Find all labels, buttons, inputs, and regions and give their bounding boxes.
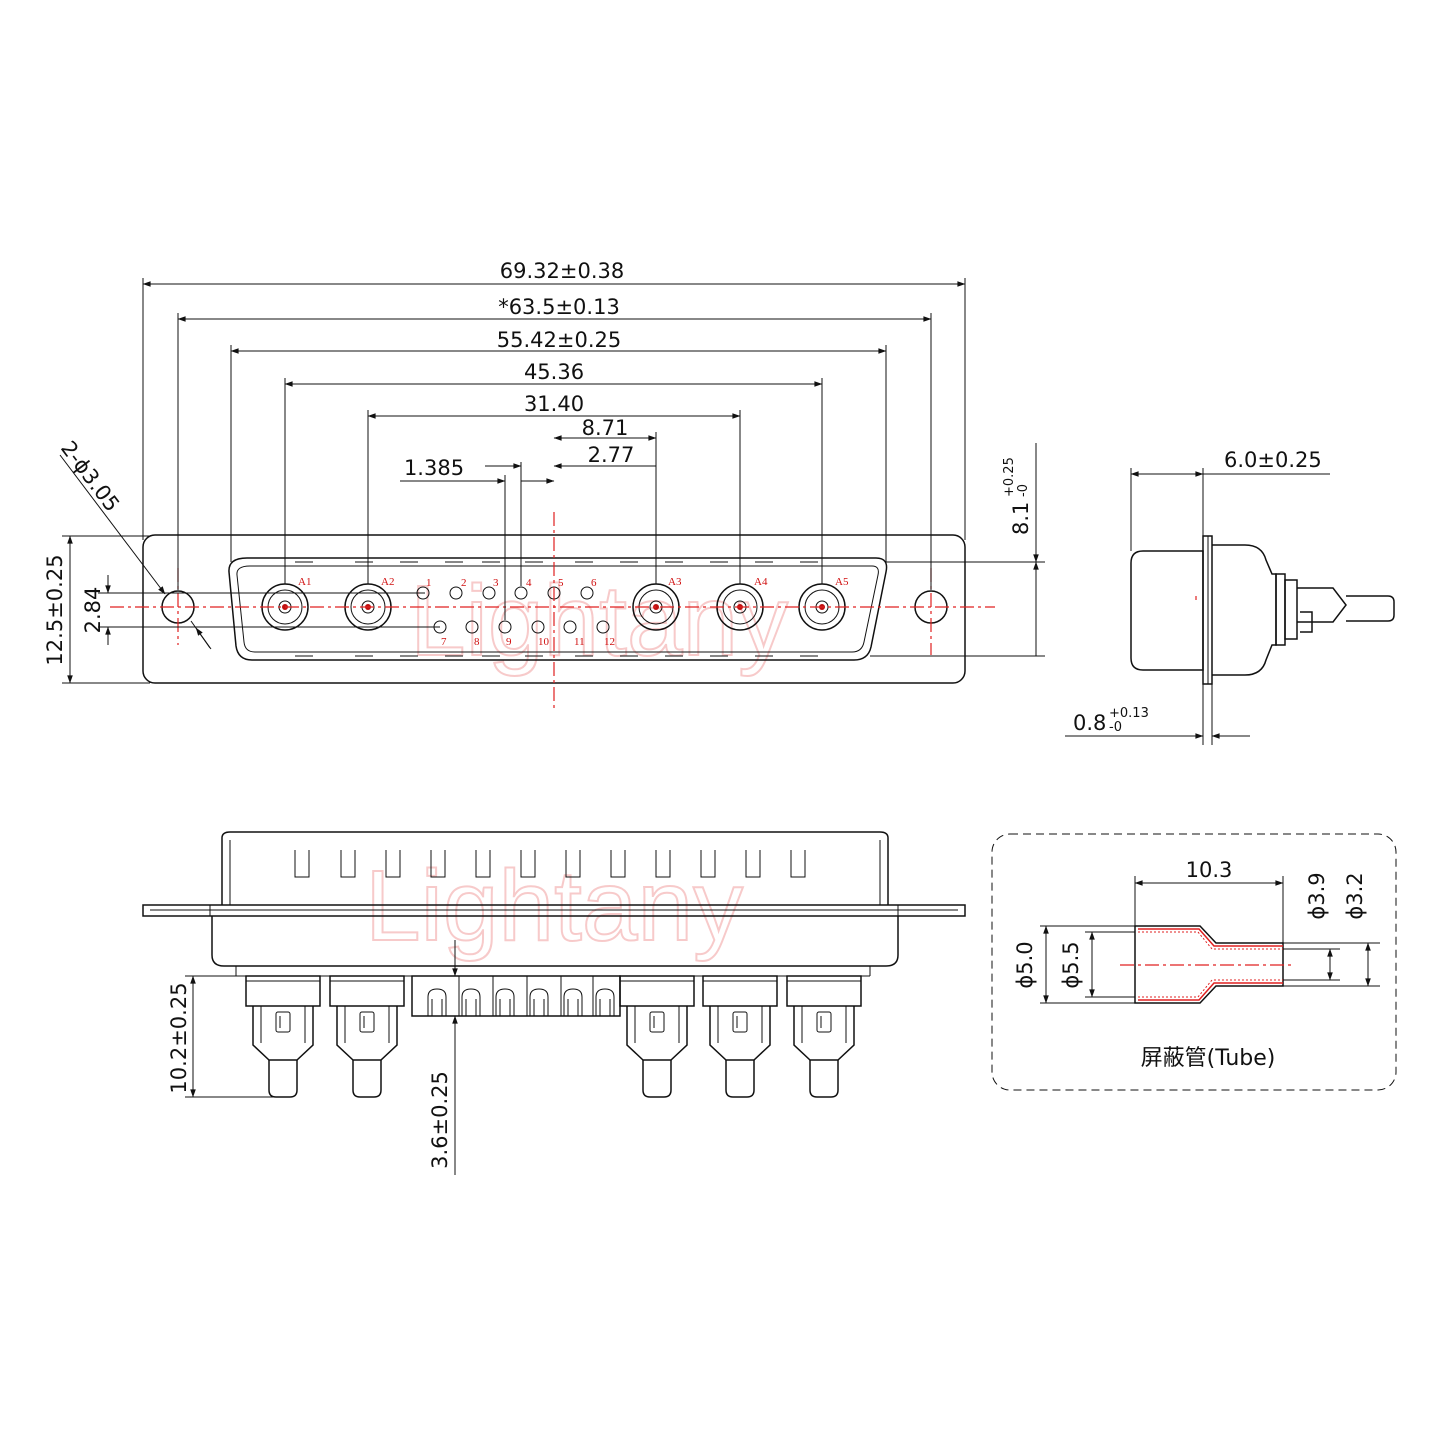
power-tail-2 xyxy=(329,975,405,1098)
power-tail-4 xyxy=(702,975,778,1098)
d-shell-inner xyxy=(236,565,879,653)
pin-label: 9 xyxy=(506,636,512,648)
dim-mount-spacing: *63.5±0.13 xyxy=(498,295,620,319)
svg-text:-0: -0 xyxy=(1016,484,1031,497)
dim-overall-length: 69.32±0.38 xyxy=(500,259,624,283)
pin-label: A1 xyxy=(298,576,311,588)
dim-signal-tail: 3.6±0.25 xyxy=(428,1071,452,1169)
power-tail-3 xyxy=(619,975,695,1098)
pin-label: 5 xyxy=(558,577,564,589)
dim-signal-pitch: 1.385 xyxy=(404,456,464,480)
dim-shell-width: 55.42±0.25 xyxy=(497,328,621,352)
svg-text:-0: -0 xyxy=(1109,720,1122,735)
signal-contacts xyxy=(416,586,610,634)
pin-label: A3 xyxy=(668,576,682,588)
dim-tube-d3-9: ϕ3.9 xyxy=(1305,872,1329,919)
pin-label: 2 xyxy=(461,577,467,589)
pin-label: A2 xyxy=(381,576,394,588)
extension-lines xyxy=(142,278,966,620)
dim-tube-length: 10.3 xyxy=(1186,858,1233,882)
dim-mount-hole: 2-ϕ3.05 xyxy=(56,437,124,517)
pin-label: 12 xyxy=(604,636,615,648)
pin-label: 4 xyxy=(526,577,532,589)
pin-label: 10 xyxy=(538,636,550,648)
svg-text:0.8: 0.8 xyxy=(1073,711,1106,735)
pin-label: 6 xyxy=(591,577,597,589)
dim-inner-pitch: 31.40 xyxy=(524,392,584,416)
dim-row-spacing: 2.84 xyxy=(81,587,105,634)
pin-label: 8 xyxy=(474,636,480,648)
dim-outer-pitch: 45.36 xyxy=(524,360,584,384)
dim-flange-height: 12.5±0.25 xyxy=(43,554,67,665)
power-tail-5 xyxy=(786,975,862,1098)
dim-side-depth: 6.0±0.25 xyxy=(1224,448,1322,472)
bottom-view: 10.2±0.25 3.6±0.25 xyxy=(142,831,966,1175)
shell-dimples xyxy=(295,561,818,657)
tube-detail: 10.3 ϕ5.0 ϕ5.5 ϕ3.9 ϕ3.2 屏蔽管(Tube) xyxy=(991,833,1397,1091)
dim-power-tail: 10.2±0.25 xyxy=(167,982,191,1093)
pin-label: A5 xyxy=(835,576,849,588)
side-view: 6.0±0.25 0.8 +0.13 -0 xyxy=(1065,448,1395,745)
front-view: A1 A2 A3 A4 A5 1 2 3 4 5 6 7 8 9 10 11 1… xyxy=(43,259,1045,712)
dim-shell-height: 8.1 +0.25 -0 xyxy=(1002,457,1033,535)
power-tail-1 xyxy=(245,975,321,1098)
svg-text:8.1: 8.1 xyxy=(1009,502,1033,535)
pin-label: 1 xyxy=(426,577,432,589)
svg-text:+0.13: +0.13 xyxy=(1109,706,1149,721)
watermark-bottom: Lightany xyxy=(365,850,743,962)
dim-pitch-a: 8.71 xyxy=(582,416,629,440)
pin-label: A4 xyxy=(754,576,768,588)
dim-tube-d5-5: ϕ5.5 xyxy=(1059,941,1083,988)
d-shell-outer xyxy=(228,557,888,661)
pin-label: 11 xyxy=(574,636,585,648)
dim-tube-d3-2: ϕ3.2 xyxy=(1343,872,1367,919)
dim-pitch-b: 2.77 xyxy=(588,443,635,467)
dim-tube-d5-0: ϕ5.0 xyxy=(1013,941,1037,988)
svg-text:+0.25: +0.25 xyxy=(1002,457,1017,497)
signal-tails xyxy=(427,976,615,1016)
dim-flange-thickness: 0.8 +0.13 -0 xyxy=(1073,706,1149,735)
dimension-lines xyxy=(59,281,1045,684)
shell-slots xyxy=(294,850,806,878)
pin-label: 7 xyxy=(441,636,447,648)
tube-caption: 屏蔽管(Tube) xyxy=(1141,1046,1276,1071)
pin-label: 3 xyxy=(493,577,499,589)
